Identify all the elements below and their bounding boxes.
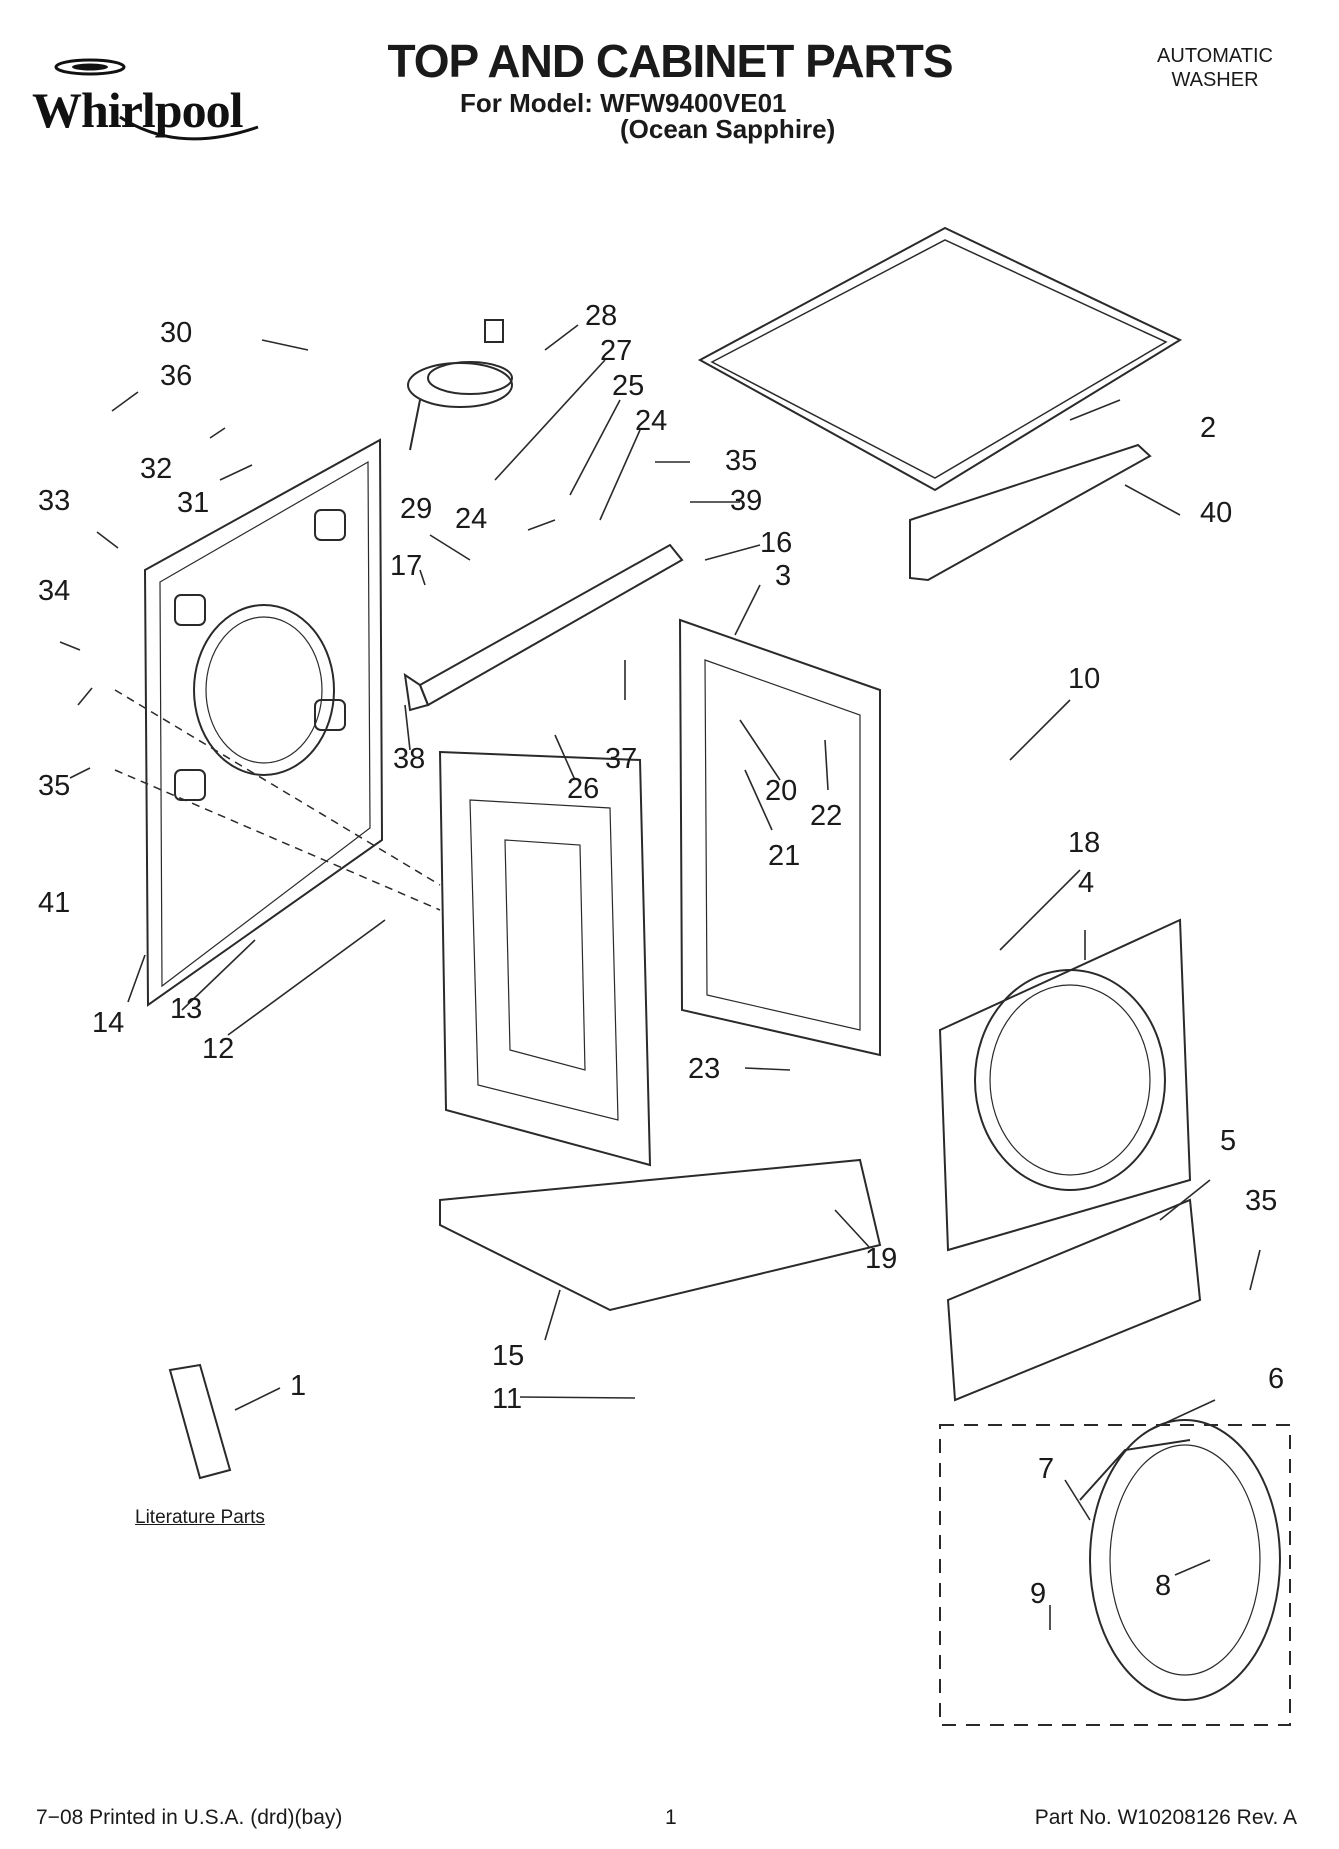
callout-14: 14 bbox=[92, 1007, 124, 1039]
callout-20: 20 bbox=[765, 775, 797, 807]
toe-panel bbox=[946, 1198, 1202, 1402]
variant-line: (Ocean Sapphire) bbox=[620, 114, 836, 144]
leader-lines bbox=[59, 324, 1261, 1630]
front-panel bbox=[938, 918, 1192, 1252]
whirlpool-logo: Whirlpool bbox=[28, 55, 268, 155]
callout-5: 5 bbox=[1220, 1125, 1236, 1157]
literature-parts-label: Literature Parts bbox=[135, 1507, 265, 1528]
top-panel bbox=[697, 226, 1183, 492]
callout-19: 19 bbox=[865, 1243, 897, 1275]
callout-31: 31 bbox=[177, 487, 209, 519]
callout-11: 11 bbox=[492, 1383, 522, 1415]
callout-26: 26 bbox=[567, 773, 599, 805]
rear-panel bbox=[143, 438, 384, 1007]
callout-24-upper: 24 bbox=[635, 405, 667, 437]
callout-9: 9 bbox=[1030, 1578, 1046, 1610]
part-number: Part No. W10208126 Rev. A bbox=[1034, 1806, 1297, 1829]
callout-16: 16 bbox=[760, 527, 792, 559]
callout-18: 18 bbox=[1068, 827, 1100, 859]
callout-6: 6 bbox=[1268, 1363, 1284, 1395]
callout-34: 34 bbox=[38, 575, 70, 607]
base-panel bbox=[439, 1158, 882, 1312]
callout-28: 28 bbox=[585, 300, 617, 332]
callout-8: 8 bbox=[1155, 1570, 1171, 1602]
control-bracket bbox=[418, 543, 684, 707]
left-side-panel bbox=[438, 750, 652, 1167]
literature-booklet bbox=[168, 1363, 232, 1480]
logo-swoosh-icon bbox=[54, 58, 259, 141]
callout-22: 22 bbox=[810, 800, 842, 832]
page-number: 1 bbox=[665, 1806, 677, 1829]
callout-12: 12 bbox=[202, 1033, 234, 1065]
callout-41: 41 bbox=[38, 887, 70, 919]
callout-13: 13 bbox=[170, 993, 202, 1025]
product-line-1: AUTOMATIC bbox=[1157, 45, 1273, 67]
callout-33: 33 bbox=[38, 485, 70, 517]
callout-37: 37 bbox=[605, 743, 637, 775]
callout-35-right: 35 bbox=[1245, 1185, 1277, 1217]
top-bracket bbox=[909, 443, 1152, 582]
product-type: AUTOMATIC WASHER bbox=[1120, 44, 1310, 92]
callout-23: 23 bbox=[688, 1053, 720, 1085]
right-side-panel bbox=[678, 618, 881, 1057]
product-line-2: WASHER bbox=[1171, 69, 1259, 91]
callout-36: 36 bbox=[160, 360, 192, 392]
seal-kit-box bbox=[939, 1424, 1291, 1726]
callout-35-left: 35 bbox=[38, 770, 70, 802]
callout-labels: 30 36 32 31 33 34 35 41 14 13 12 28 27 2… bbox=[38, 300, 1284, 1610]
callout-39: 39 bbox=[730, 485, 762, 517]
callout-4: 4 bbox=[1078, 867, 1094, 899]
callout-7: 7 bbox=[1038, 1453, 1054, 1485]
callout-17: 17 bbox=[390, 550, 422, 582]
callout-27: 27 bbox=[600, 335, 632, 367]
callout-32: 32 bbox=[140, 453, 172, 485]
callout-24-lower: 24 bbox=[455, 503, 487, 535]
callout-30: 30 bbox=[160, 317, 192, 349]
callout-2: 2 bbox=[1200, 412, 1216, 444]
callout-10: 10 bbox=[1068, 663, 1100, 695]
callout-40: 40 bbox=[1200, 497, 1232, 529]
callout-29: 29 bbox=[400, 493, 432, 525]
callout-25: 25 bbox=[612, 370, 644, 402]
callout-3: 3 bbox=[775, 560, 791, 592]
model-line: For Model: WFW9400VE01 bbox=[460, 88, 787, 118]
callout-15: 15 bbox=[492, 1340, 524, 1372]
page-title: TOP AND CABINET PARTS bbox=[387, 35, 953, 87]
callout-38: 38 bbox=[393, 743, 425, 775]
callout-21: 21 bbox=[768, 840, 800, 872]
callout-35-mid: 35 bbox=[725, 445, 757, 477]
print-info: 7−08 Printed in U.S.A. (drd)(bay) bbox=[36, 1806, 343, 1829]
callout-1: 1 bbox=[290, 1370, 306, 1402]
brand-name: Whirlpool bbox=[32, 82, 243, 138]
